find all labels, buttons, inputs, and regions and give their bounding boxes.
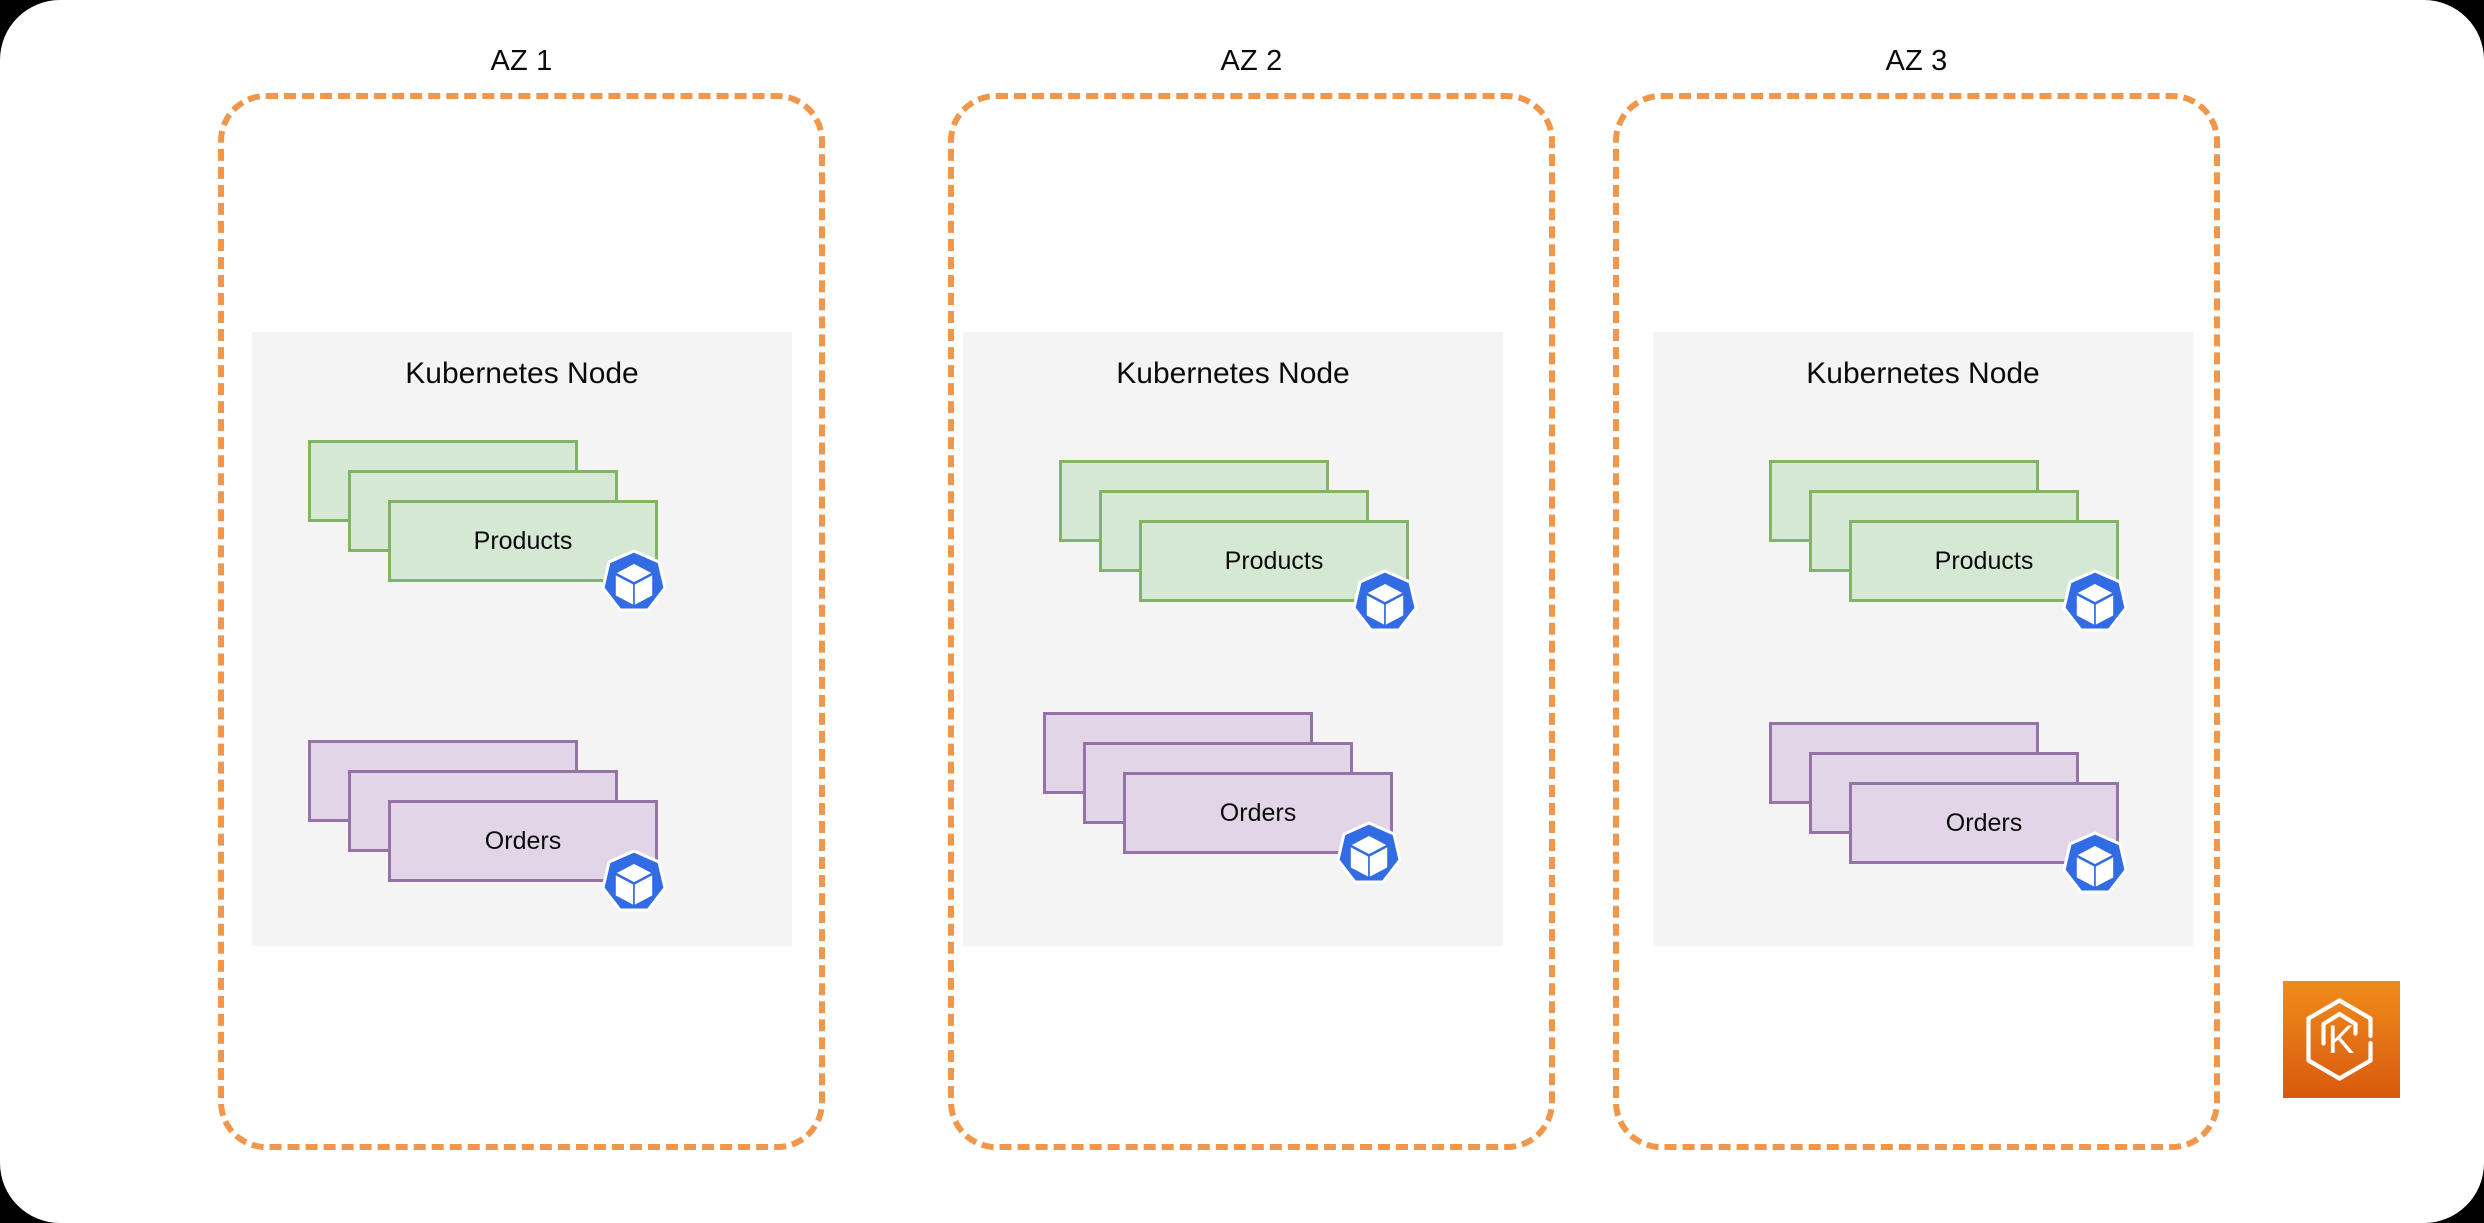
amazon-eks-icon[interactable]: K <box>2283 981 2400 1098</box>
kubernetes-logo-icon <box>1349 568 1421 640</box>
pod-replica-primary[interactable]: Products <box>388 500 658 582</box>
kubernetes-logo-icon <box>2059 568 2131 640</box>
kubernetes-logo-icon <box>598 548 670 620</box>
eks-icon-letter: K <box>2328 1018 2355 1062</box>
pod-stack-products-1: Products <box>308 440 728 640</box>
az-boundary-1 <box>218 93 825 1150</box>
kubernetes-node-title-2: Kubernetes Node <box>1116 357 1350 390</box>
pod-replica-primary[interactable]: Orders <box>1123 772 1393 854</box>
pod-label-products-2: Products <box>1224 547 1324 575</box>
pod-label-orders-1: Orders <box>484 827 562 855</box>
pod-stack-products-2: Products <box>1059 460 1479 660</box>
az-label-1: AZ 1 <box>490 45 553 77</box>
az-label-2: AZ 2 <box>1220 45 1283 77</box>
kubernetes-logo-icon <box>2059 830 2131 902</box>
pod-label-products-3: Products <box>1934 547 2034 575</box>
pod-stack-orders-1: Orders <box>308 740 728 940</box>
kubernetes-logo-icon <box>1333 820 1405 892</box>
pod-stack-products-3: Products <box>1769 460 2189 660</box>
pod-label-products-1: Products <box>473 527 573 555</box>
pod-stack-orders-3: Orders <box>1769 722 2189 922</box>
pod-replica-primary[interactable]: Products <box>1139 520 1409 602</box>
pod-replica-primary[interactable]: Orders <box>388 800 658 882</box>
kubernetes-node-title-1: Kubernetes Node <box>405 357 639 390</box>
pod-label-orders-3: Orders <box>1945 809 2023 837</box>
az-boundary-3 <box>1613 93 2220 1150</box>
kubernetes-node-2: Kubernetes Node Products <box>963 332 1503 946</box>
kubernetes-node-3: Kubernetes Node Products <box>1653 332 2193 946</box>
pod-replica-primary[interactable]: Orders <box>1849 782 2119 864</box>
az-label-3: AZ 3 <box>1885 45 1948 77</box>
pod-stack-orders-2: Orders <box>1043 712 1463 912</box>
pod-label-orders-2: Orders <box>1219 799 1297 827</box>
az-boundary-2 <box>948 93 1555 1150</box>
kubernetes-logo-icon <box>598 848 670 920</box>
pod-replica-primary[interactable]: Products <box>1849 520 2119 602</box>
kubernetes-node-1: Kubernetes Node Products <box>252 332 792 946</box>
kubernetes-node-title-3: Kubernetes Node <box>1806 357 2040 390</box>
